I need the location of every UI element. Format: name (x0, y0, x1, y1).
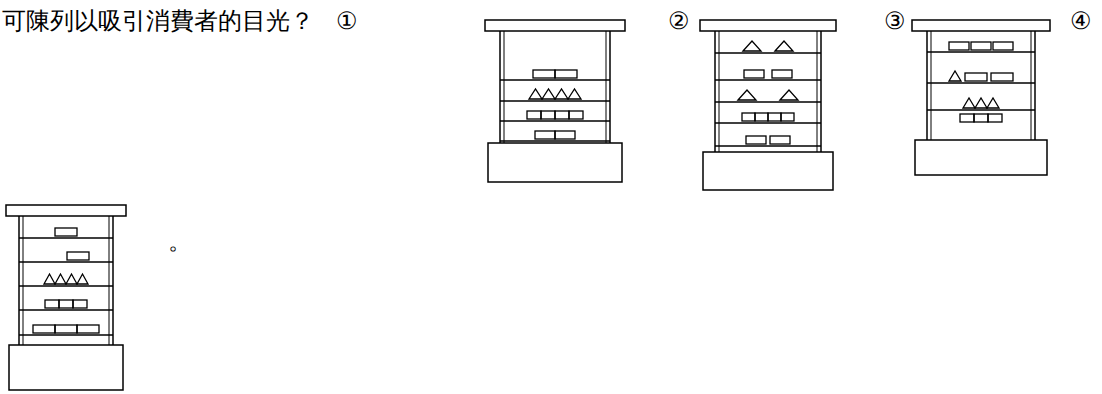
display-shelf (485, 20, 625, 182)
punctuation: 。 (168, 226, 192, 256)
option-number: ④ (1070, 6, 1092, 36)
option-number: ③ (884, 6, 906, 36)
option-number: ② (668, 6, 690, 36)
display-shelf (700, 20, 836, 190)
display-shelf (912, 20, 1050, 175)
display-shelf (6, 205, 126, 390)
option-number: ① (336, 6, 358, 36)
question-text: 可陳列以吸引消費者的目光？ (2, 6, 314, 36)
